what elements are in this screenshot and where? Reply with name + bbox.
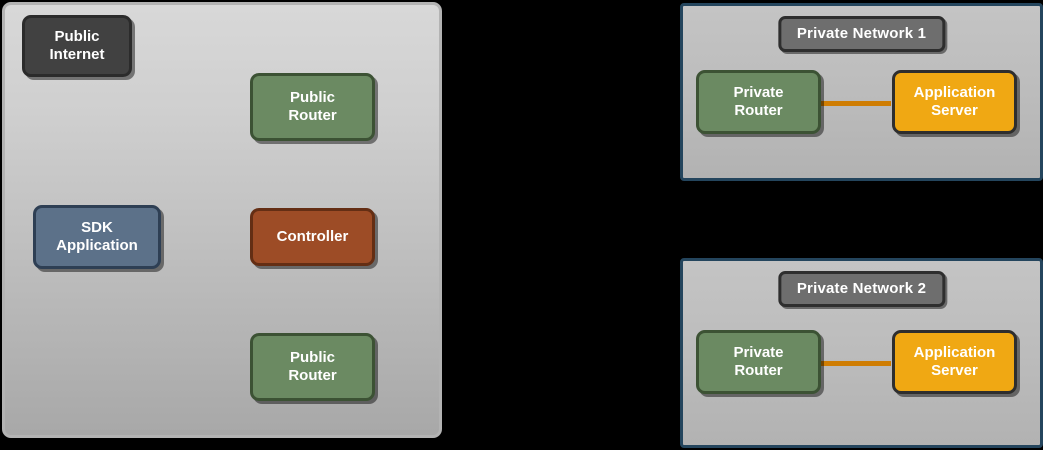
node-controller[interactable]: Controller (250, 208, 375, 266)
node-sdk-application[interactable]: SDK Application (33, 205, 161, 269)
node-private-router-2[interactable]: Private Router (696, 330, 821, 394)
private-network-1-panel: Private Network 1 Private Router Applica… (680, 3, 1043, 181)
node-public-router-bottom[interactable]: Public Router (250, 333, 375, 401)
node-application-server-1[interactable]: Application Server (892, 70, 1017, 134)
link-private-router-2-to-application-server-2 (801, 361, 891, 366)
node-public-router-top[interactable]: Public Router (250, 73, 375, 141)
private-network-2-title: Private Network 2 (777, 271, 946, 307)
private-network-2-panel: Private Network 2 Private Router Applica… (680, 258, 1043, 448)
link-private-router-1-to-application-server-1 (801, 101, 891, 106)
public-zone-panel: Public Internet Public Router SDK Applic… (2, 2, 442, 438)
node-public-internet[interactable]: Public Internet (22, 15, 132, 77)
private-network-1-title: Private Network 1 (777, 16, 946, 52)
node-private-router-1[interactable]: Private Router (696, 70, 821, 134)
node-application-server-2[interactable]: Application Server (892, 330, 1017, 394)
